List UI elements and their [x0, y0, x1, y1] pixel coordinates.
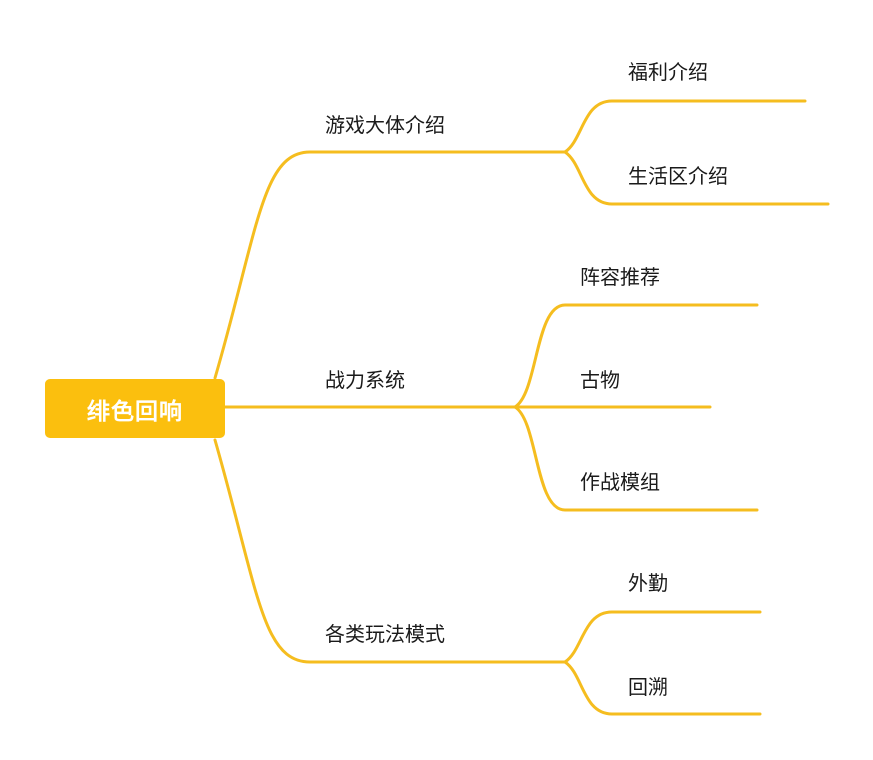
leaf-label-lineup[interactable]: 阵容推荐	[580, 265, 660, 289]
root-label: 绯色回响	[87, 398, 183, 425]
leaf-label-retrace[interactable]: 回溯	[628, 675, 668, 699]
connector-intro-to-welfare	[563, 99, 807, 154]
connector-combat-to-lineup	[513, 303, 759, 409]
leaf-label-modules[interactable]: 作战模组	[580, 470, 660, 494]
connector-root-to-branch-modes	[213, 438, 567, 664]
branch-label-intro[interactable]: 游戏大体介绍	[325, 113, 445, 137]
connector-root-to-branch-intro	[213, 150, 567, 380]
connector-modes-to-retrace	[563, 660, 762, 716]
leaf-label-antiques[interactable]: 古物	[580, 368, 620, 392]
connector-combat-to-modules	[513, 405, 759, 512]
connector-modes-to-field-duty	[563, 610, 762, 664]
leaf-label-welfare[interactable]: 福利介绍	[628, 60, 708, 84]
branch-label-modes[interactable]: 各类玩法模式	[325, 622, 445, 646]
connector-intro-to-living-area	[563, 150, 830, 206]
branch-label-combat[interactable]: 战力系统	[325, 368, 405, 392]
leaf-label-field-duty[interactable]: 外勤	[628, 571, 668, 595]
leaf-label-living-area[interactable]: 生活区介绍	[628, 164, 728, 188]
root-node[interactable]: 绯色回响	[45, 379, 225, 438]
